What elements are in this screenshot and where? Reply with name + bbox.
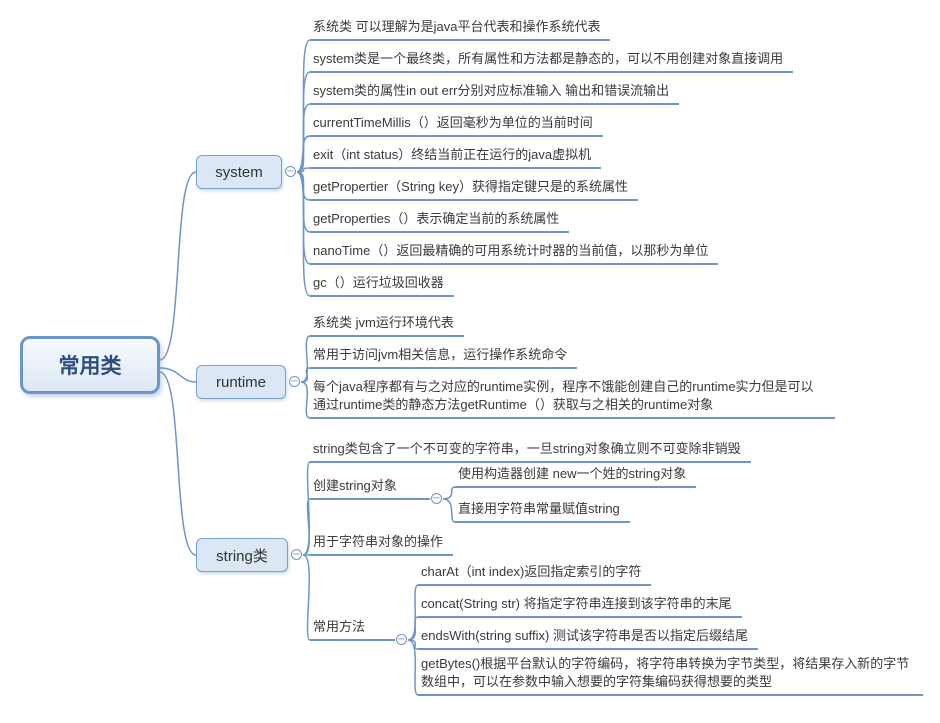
branch-node-string[interactable]: string类 (196, 538, 288, 572)
collapse-icon[interactable]: − (431, 493, 442, 504)
connector (300, 381, 311, 419)
leaf-node[interactable]: getBytes()根据平台默认的字符编码，将字符串转换为字节类型，将结果存入新… (418, 655, 923, 696)
connector (407, 616, 419, 641)
collapse-icon[interactable]: − (285, 166, 296, 177)
connector (442, 498, 456, 523)
subbranch-common-methods[interactable]: 常用方法 (310, 618, 395, 641)
connector (302, 554, 311, 641)
connector (302, 498, 311, 556)
leaf-node[interactable]: nanoTime（）返回最精确的可用系统计时器的当前值，以那秒为单位 (310, 242, 719, 265)
leaf-node[interactable]: 系统类 可以理解为是java平台代表和操作系统代表 (310, 18, 611, 41)
connector (159, 371, 197, 556)
connector (300, 367, 311, 383)
connector (442, 486, 456, 500)
leaf-node[interactable]: getPropertier（String key）获得指定键只是的系统属性 (310, 178, 638, 201)
leaf-node[interactable]: exit（int status）终结当前正在运行的java虚拟机 (310, 146, 602, 169)
leaf-node[interactable]: 直接用字符串常量赋值string (455, 500, 630, 523)
collapse-icon[interactable]: − (291, 549, 302, 560)
leaf-node[interactable]: charAt（int index)返回指定索引的字符 (418, 563, 652, 586)
collapse-icon[interactable]: − (289, 376, 300, 387)
branch-node-system[interactable]: system (196, 155, 282, 189)
subbranch-create-string[interactable]: 创建string对象 (310, 477, 430, 500)
connector (407, 584, 419, 641)
leaf-node[interactable]: getProperties（）表示确定当前的系统属性 (310, 210, 570, 233)
connector (296, 135, 311, 173)
leaf-node[interactable]: string类包含了一个不可变的字符串，一旦string对象确立则不可变除非销毁 (310, 440, 751, 463)
connector (159, 171, 197, 361)
leaf-node[interactable]: 每个java程序都有与之对应的runtime实例，程序不饿能创建自己的runti… (310, 378, 835, 419)
branch-node-runtime[interactable]: runtime (196, 365, 286, 399)
leaf-node[interactable]: currentTimeMillis（）返回毫秒为单位的当前时间 (310, 114, 603, 137)
leaf-node[interactable]: endsWith(string suffix) 测试该字符串是否以指定后缀结尾 (418, 627, 758, 650)
leaf-node[interactable]: 系统类 jvm运行环境代表 (310, 314, 464, 337)
leaf-node[interactable]: gc（）运行垃圾回收器 (310, 274, 454, 297)
leaf-node[interactable]: system类的属性in out err分别对应标准输入 输出和错误流输出 (310, 82, 680, 105)
connector (302, 461, 311, 556)
leaf-node[interactable]: concat(String str) 将指定字符串连接到该字符串的末尾 (418, 595, 742, 618)
leaf-node[interactable]: system类是一个最终类，所有属性和方法都是静态的，可以不用创建对象直接调用 (310, 50, 794, 73)
leaf-node[interactable]: 使用构造器创建 new一个姓的string对象 (455, 465, 697, 488)
connector (296, 171, 311, 297)
connector (300, 335, 311, 383)
leaf-node[interactable]: 用于字符串对象的操作 (310, 533, 454, 556)
root-node[interactable]: 常用类 (20, 336, 160, 394)
collapse-icon[interactable]: − (396, 634, 407, 645)
connector (159, 367, 197, 383)
connector (407, 639, 419, 696)
leaf-node[interactable]: 常用于访问jvm相关信息，运行操作系统命令 (310, 346, 578, 369)
